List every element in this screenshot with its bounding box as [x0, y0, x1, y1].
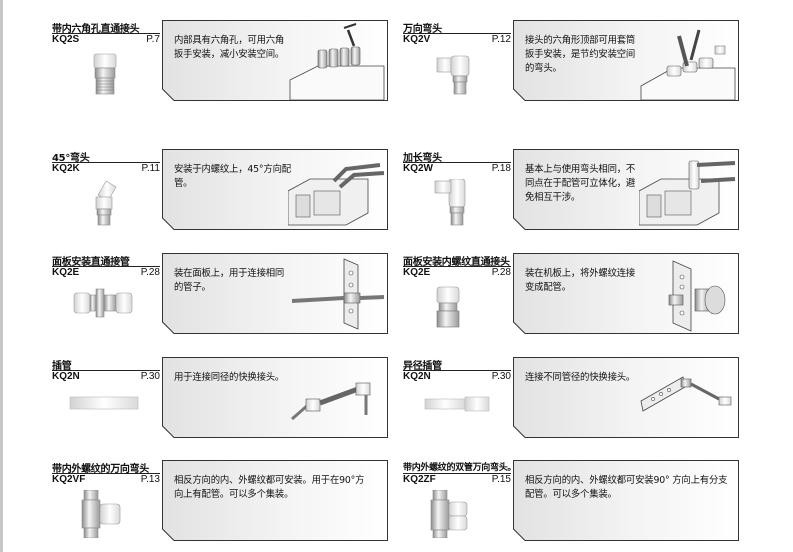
page-ref: P.28	[140, 267, 160, 278]
plug-in-tube-image	[69, 396, 139, 410]
category-title: 带内六角孔直通接头	[52, 24, 140, 35]
title-rule	[403, 162, 511, 163]
category-title: 带内外螺纹的双管万向弯头。	[403, 463, 517, 473]
product-card-kq2e-panel-female: 面板安装内螺纹直通接头 KQ2E P.28 装在机板上，将外螺纹连接变成配管。	[403, 253, 739, 334]
product-card-kq2n-plug: 插管 KQ2N P.30 用于连接同径的快换接头。	[52, 357, 388, 438]
description-text: 安装于内螺纹上，45°方向配管。	[174, 164, 291, 189]
description-panel	[162, 460, 388, 541]
category-title: 带内外螺纹的万向弯头	[52, 464, 149, 475]
product-card-kq2w: 加长弯头 KQ2W P.18 基本上与使用弯头相同，不同点在于配管可立体化，避免…	[403, 149, 739, 230]
page-ref: P.30	[140, 371, 160, 382]
model-code: KQ2K	[52, 163, 80, 174]
description-text: 装在机板上，将外螺纹连接变成配管。	[525, 268, 636, 293]
page-ref: P.18	[491, 163, 511, 174]
title-rule	[403, 370, 511, 371]
product-card-kq2n-reducer: 异径插管 KQ2N P.30 连接不同管径的快换接头。	[403, 357, 739, 438]
model-code: KQ2ZF	[403, 474, 436, 485]
description-text: 装在面板上，用于连接相同的管子。	[174, 268, 285, 293]
description-panel	[513, 460, 739, 541]
model-code: KQ2E	[403, 267, 431, 278]
hex-wrench-install-illustration	[289, 23, 385, 100]
extended-elbow-image	[434, 179, 466, 226]
double-universal-elbow-image	[430, 490, 468, 538]
product-card-kq2s: 带内六角孔直通接头 KQ2S P.7 内部具有六角孔，可用六角扳手安装，减小安装…	[52, 20, 388, 101]
title-rule	[52, 162, 160, 163]
title-rule	[52, 370, 160, 371]
title-rule	[403, 473, 511, 474]
description-text: 相反方向的内、外螺纹都可安装90° 方向上有分支配管。可以多个集装。	[525, 475, 728, 500]
reducer-connection-illustration	[640, 376, 732, 412]
universal-elbow-image	[436, 55, 470, 95]
product-card-kq2vf: 带内外螺纹的万向弯头 KQ2VF P.13 相反方向的内、外螺纹都可安装。用于在…	[52, 460, 388, 541]
model-code: KQ2N	[403, 371, 431, 382]
description-text: 内部具有六角孔，可用六角扳手安装，减小安装空间。	[174, 35, 285, 60]
description-text: 用于连接同径的快换接头。	[174, 372, 285, 383]
page-edge-bar	[0, 0, 3, 552]
description-panel	[162, 357, 388, 438]
product-card-kq2k: 45°弯头 KQ2K P.11 安装于内螺纹上，45°方向配管。	[52, 149, 388, 230]
description-panel	[162, 253, 388, 334]
category-title: 面板安装内螺纹直通接头	[403, 257, 510, 268]
different-diameter-tube-image	[424, 396, 490, 412]
straight-fitting-image	[93, 53, 117, 95]
bulkhead-union-image	[73, 288, 133, 318]
category-title: 万向弯头	[403, 24, 442, 35]
page-ref: P.12	[491, 34, 511, 45]
model-code: KQ2N	[52, 371, 80, 382]
product-card-kq2v: 万向弯头 KQ2V P.12 接头的六角形顶部可用套筒扳手安装，是节约安装空间的…	[403, 20, 739, 101]
title-rule	[403, 33, 511, 34]
title-rule	[52, 266, 160, 267]
category-title: 面板安装直通接管	[52, 257, 130, 268]
socket-wrench-install-illustration	[640, 29, 736, 100]
model-code: KQ2W	[403, 163, 433, 174]
category-title: 45°弯头	[52, 153, 90, 164]
page-ref: P.11	[141, 163, 160, 174]
product-card-kq2e-panel-union: 面板安装直通接管 KQ2E P.28 装在面板上，用于连接相同的管子。	[52, 253, 388, 334]
category-title: 插管	[52, 361, 72, 372]
category-title: 异径插管	[403, 361, 442, 372]
page-ref: P.30	[491, 371, 511, 382]
model-code: KQ2VF	[52, 474, 86, 485]
valve-extended-elbow-illustration	[639, 160, 736, 226]
bulkhead-female-connector-image	[436, 286, 460, 328]
description-text: 连接不同管径的快换接头。	[525, 372, 636, 383]
title-rule	[403, 266, 511, 267]
plug-in-connection-illustration	[291, 382, 371, 421]
model-code: KQ2E	[52, 267, 80, 278]
product-card-kq2zf: 带内外螺纹的双管万向弯头。 KQ2ZF P.15 相反方向的内、外螺纹都可安装9…	[403, 460, 739, 541]
page-ref: P.7	[146, 34, 160, 45]
description-text: 基本上与使用弯头相同，不同点在于配管可立体化，避免相互干涉。	[525, 164, 636, 203]
model-code: KQ2V	[403, 34, 431, 45]
panel-mount-union-illustration	[291, 258, 385, 330]
panel-mount-female-illustration	[668, 260, 726, 332]
page-ref: P.15	[491, 474, 511, 485]
page-ref: P.28	[491, 267, 511, 278]
male-female-universal-elbow-image	[81, 490, 121, 538]
page-ref: P.13	[140, 474, 160, 485]
category-title: 加长弯头	[403, 153, 442, 164]
description-text: 接头的六角形顶部可用套筒扳手安装，是节约安装空间的弯头。	[525, 35, 636, 74]
description-text: 相反方向的内、外螺纹都可安装。用于在90°方向上有配管。可以多个集装。	[174, 475, 365, 500]
model-code: KQ2S	[52, 34, 80, 45]
valve-45-degree-illustration	[288, 163, 385, 226]
title-rule	[52, 473, 160, 474]
45-degree-elbow-image	[95, 180, 117, 226]
title-rule	[52, 33, 160, 34]
